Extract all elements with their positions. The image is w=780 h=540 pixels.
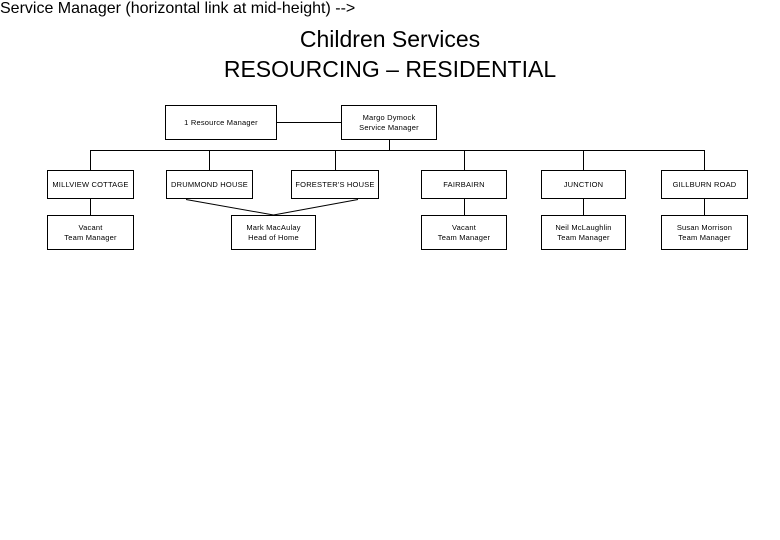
node-gillburn-road-label: GILLBURN ROAD xyxy=(672,179,737,189)
node-millview-team-manager-line-2: Team Manager xyxy=(64,232,117,242)
connector-bus-drop-millview-cottage xyxy=(90,150,91,170)
node-gillburn-team-manager[interactable]: Susan Morrison Team Manager xyxy=(661,215,748,250)
node-junction-team-manager-line-2: Team Manager xyxy=(557,232,610,242)
node-service-manager-line-1: Margo Dymock xyxy=(362,112,416,122)
page-title-primary: Children Services xyxy=(299,26,481,52)
node-junction-label: JUNCTION xyxy=(563,179,604,189)
node-gillburn-team-manager-line-2: Team Manager xyxy=(678,232,731,242)
connector-bus-drop-foresters-house xyxy=(335,150,336,170)
node-resource-manager[interactable]: 1 Resource Manager xyxy=(165,105,277,140)
connector-unit-distribution-bus xyxy=(90,150,705,151)
node-head-of-home[interactable]: Mark MacAulay Head of Home xyxy=(231,215,316,250)
node-fairbairn-team-manager[interactable]: Vacant Team Manager xyxy=(421,215,507,250)
node-fairbairn[interactable]: FAIRBAIRN xyxy=(421,170,507,199)
node-foresters-house-label: FORESTER'S HOUSE xyxy=(295,179,375,189)
node-gillburn-road[interactable]: GILLBURN ROAD xyxy=(661,170,748,199)
node-drummond-house-label: DRUMMOND HOUSE xyxy=(171,179,248,189)
connector-fairbairn-to-team-manager xyxy=(464,199,465,215)
connector-bus-drop-drummond-house xyxy=(209,150,210,170)
node-junction[interactable]: JUNCTION xyxy=(541,170,626,199)
node-fairbairn-team-manager-line-1: Vacant xyxy=(452,222,476,232)
node-head-of-home-line-2: Head of Home xyxy=(248,232,299,242)
connector-resource-manager-to-service-manager xyxy=(277,122,341,123)
node-millview-team-manager-line-1: Vacant xyxy=(78,222,103,232)
node-junction-team-manager-line-1: Neil McLaughlin xyxy=(555,222,612,232)
connector-junction-to-team-manager xyxy=(583,199,584,215)
connector-bus-drop-fairbairn xyxy=(464,150,465,170)
node-resource-manager-line-1: 1 Resource Manager xyxy=(184,117,258,127)
node-millview-team-manager[interactable]: Vacant Team Manager xyxy=(47,215,134,250)
connector-bus-drop-gillburn-road xyxy=(704,150,705,170)
node-foresters-house[interactable]: FORESTER'S HOUSE xyxy=(291,170,379,199)
node-gillburn-team-manager-line-1: Susan Morrison xyxy=(676,222,733,232)
node-millview-cottage-label: MILLVIEW COTTAGE xyxy=(52,179,129,189)
node-fairbairn-team-manager-line-2: Team Manager xyxy=(437,232,491,242)
node-millview-cottage[interactable]: MILLVIEW COTTAGE xyxy=(47,170,134,199)
node-junction-team-manager[interactable]: Neil McLaughlin Team Manager xyxy=(541,215,626,250)
diagonal-foresters-house xyxy=(273,199,359,216)
node-fairbairn-label: FAIRBAIRN xyxy=(443,179,485,189)
node-service-manager-line-2: Service Manager xyxy=(359,122,419,132)
connector-gillburn-road-to-team-manager xyxy=(704,199,705,215)
node-service-manager[interactable]: Margo Dymock Service Manager xyxy=(341,105,437,140)
connector-millview-cottage-to-team-manager xyxy=(90,199,91,215)
connector-bus-drop-junction xyxy=(583,150,584,170)
diagonal-drummond-house xyxy=(185,199,274,216)
page-title-secondary: RESOURCING – RESIDENTIAL xyxy=(223,56,557,82)
connector-service-manager-drop xyxy=(389,140,390,151)
node-head-of-home-line-1: Mark MacAulay xyxy=(246,222,301,232)
node-drummond-house[interactable]: DRUMMOND HOUSE xyxy=(166,170,253,199)
